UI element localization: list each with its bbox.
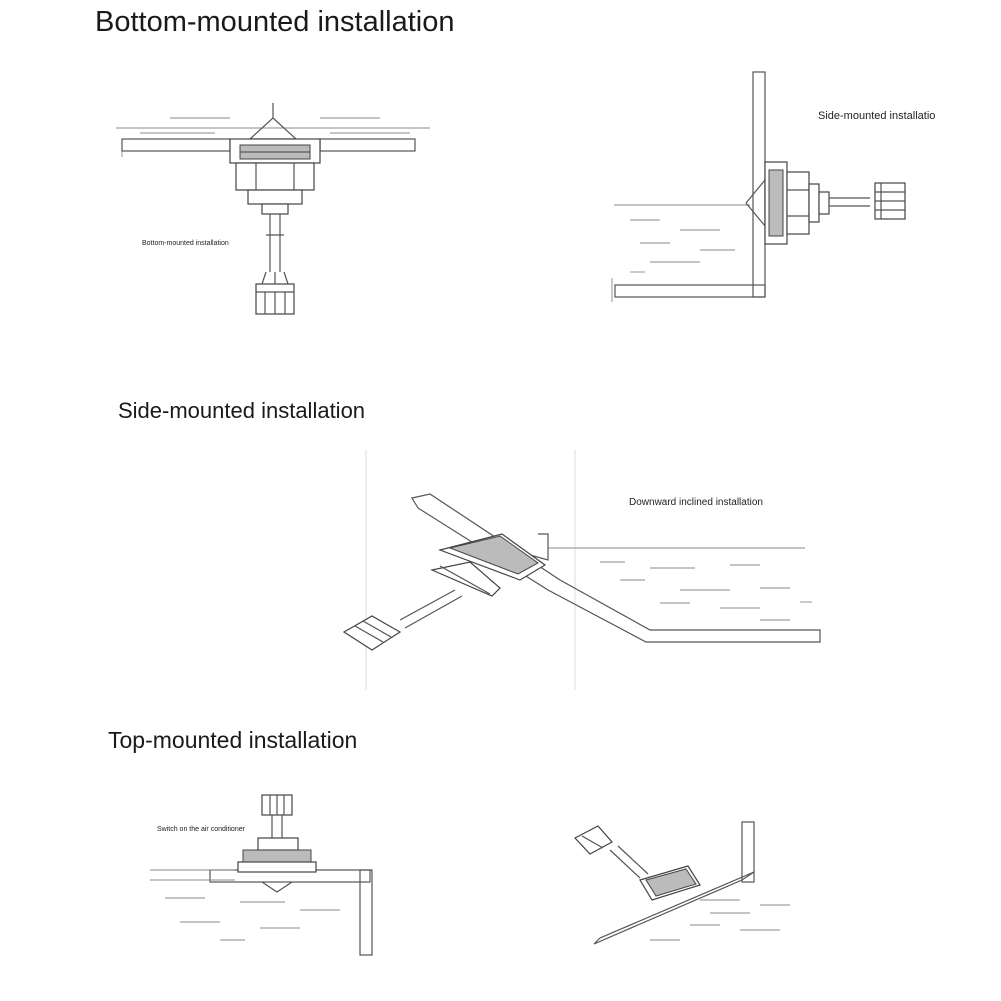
heading-top-mounted: Top-mounted installation: [108, 727, 358, 753]
diagram-downward-inclined: [342, 450, 821, 690]
caption-downward-inclined: Downward inclined installation: [629, 497, 763, 508]
caption-side-mounted: Side-mounted installatio: [818, 110, 936, 122]
diagram-side-mounted: [611, 71, 906, 302]
caption-air-conditioner: Switch on the air conditioner: [157, 826, 245, 833]
caption-bottom-mounted: Bottom-mounted installation: [142, 240, 229, 247]
diagram-bottom-mounted: [116, 103, 430, 315]
heading-bottom-mounted: Bottom-mounted installation: [95, 6, 455, 38]
heading-side-mounted: Side-mounted installation: [118, 398, 366, 423]
diagram-top-mounted: [150, 794, 790, 956]
